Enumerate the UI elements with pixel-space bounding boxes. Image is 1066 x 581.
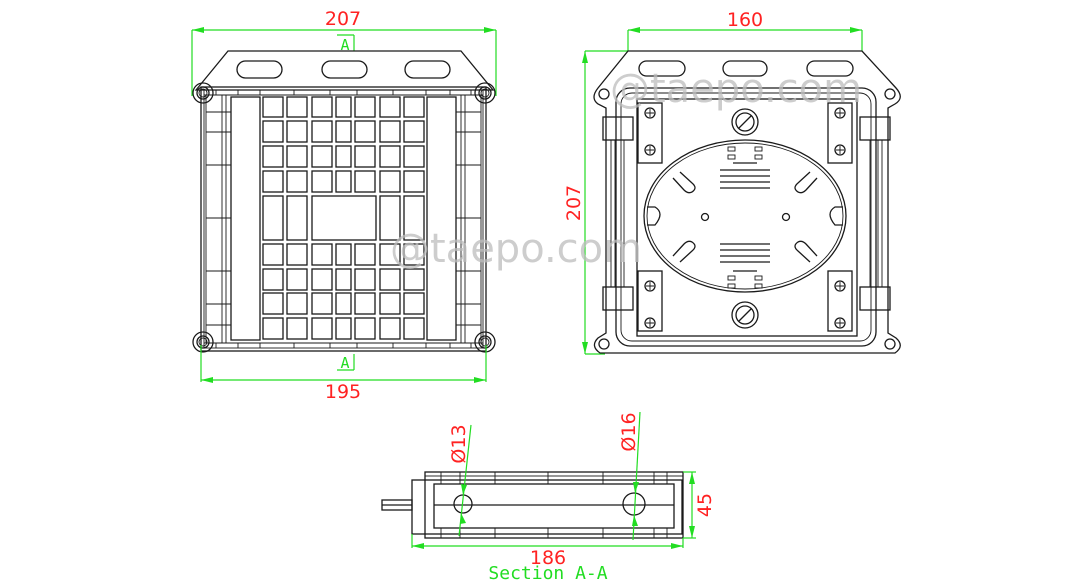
front-width-dimension: 207 bbox=[325, 8, 361, 30]
section-view: Ø13 Ø16 45 186 Section A-A bbox=[381, 411, 716, 581]
section-marker-top: A bbox=[340, 36, 349, 54]
side-width-dimension: 160 bbox=[727, 9, 763, 31]
front-grid bbox=[262, 96, 425, 340]
corner-boss-icon bbox=[192, 82, 496, 353]
section-height-dimension: 45 bbox=[694, 493, 716, 517]
watermark-top: @taepo.com bbox=[610, 66, 862, 112]
side-view: 160 207 bbox=[563, 9, 901, 355]
watermark-center: @taepo.com bbox=[390, 226, 642, 272]
section-title: Section A-A bbox=[488, 563, 607, 581]
section-width-dimension: 186 bbox=[530, 547, 566, 569]
cable-gland-icon bbox=[731, 108, 759, 329]
side-height-dimension: 207 bbox=[563, 185, 585, 221]
front-view: 207 A bbox=[191, 8, 497, 403]
section-marker-bottom: A bbox=[340, 354, 349, 372]
screw-plate bbox=[637, 102, 853, 332]
hole-diameter-13: Ø13 bbox=[448, 424, 470, 463]
front-bottom-dimension: 195 bbox=[325, 381, 361, 403]
hole-diameter-16: Ø16 bbox=[618, 412, 640, 451]
